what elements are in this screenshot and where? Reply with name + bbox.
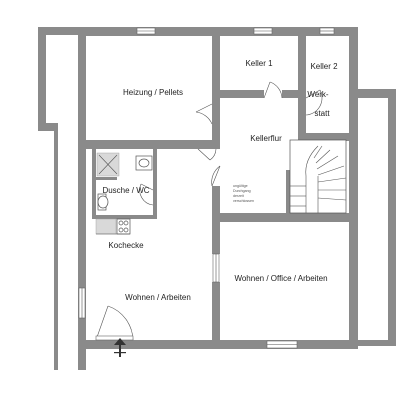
outer-walls [78, 27, 396, 349]
doors [95, 81, 323, 341]
windows [78, 27, 335, 349]
passage-note-line-4: verschlossen [233, 199, 254, 203]
room-label-keller1: Keller 1 [245, 59, 273, 68]
passage-note-line-2: Durchgang [233, 189, 251, 193]
room-label-dusche: Dusche / WC [102, 186, 149, 195]
room-label-heizung: Heizung / Pellets [123, 88, 183, 97]
passage-note-line-1: ungültige [233, 184, 248, 188]
kitchenette [95, 218, 131, 235]
entrance-arrow-icon [114, 338, 126, 357]
left-appendix-walls [38, 27, 86, 370]
passage-note-line-3: derzeit [233, 194, 244, 198]
room-label-werkstatt-1: Werk- [307, 90, 329, 99]
passage-note: ungültige Durchgang derzeit verschlossen [233, 184, 254, 203]
room-label-kellerflur: Kellerflur [250, 134, 282, 143]
bathroom-fixtures [96, 152, 153, 211]
room-label-keller2: Keller 2 [310, 62, 338, 71]
room-labels: Heizung / Pellets Keller 1 Keller 2 Werk… [102, 59, 338, 302]
interior-walls [86, 36, 349, 340]
room-label-wohnen-office: Wohnen / Office / Arbeiten [234, 274, 327, 283]
staircase [289, 139, 347, 214]
room-label-kochecke: Kochecke [108, 241, 144, 250]
room-label-werkstatt-2: statt [314, 109, 330, 118]
room-label-wohnen-arbeiten: Wohnen / Arbeiten [125, 293, 191, 302]
